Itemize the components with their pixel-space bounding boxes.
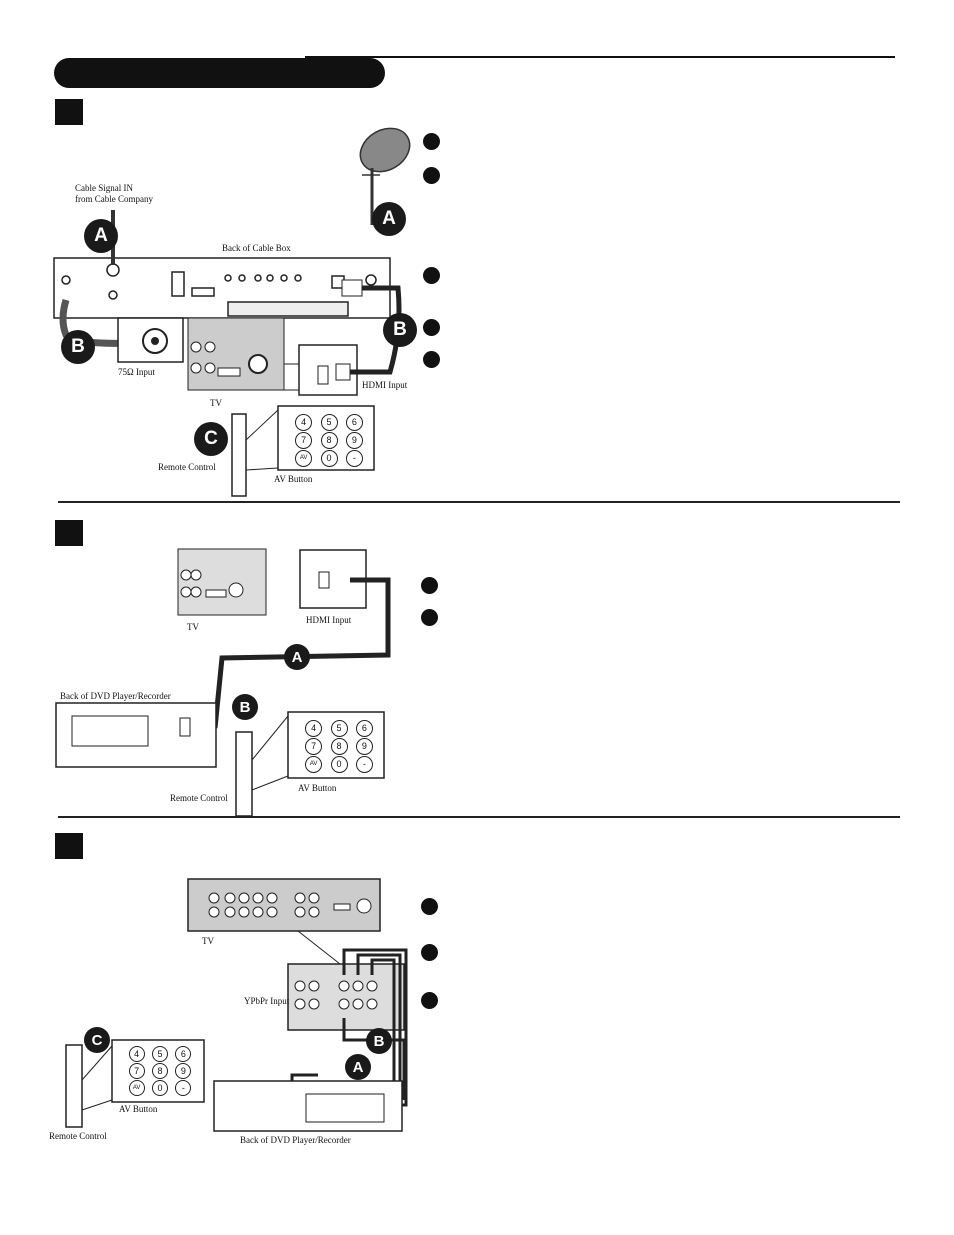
callout-a: A xyxy=(372,202,406,236)
cable-box xyxy=(53,257,391,319)
step-dot xyxy=(421,944,438,961)
callout-b: B xyxy=(366,1028,392,1054)
keypad-key: AV xyxy=(295,449,313,467)
callout-a: A xyxy=(84,219,118,253)
step-dot xyxy=(423,319,440,336)
step-dot xyxy=(423,351,440,368)
tv-back-panel xyxy=(117,317,285,391)
section-2-marker xyxy=(55,520,83,546)
step-dot xyxy=(423,267,440,284)
step-dot xyxy=(423,133,440,150)
keypad-key: 5 xyxy=(330,719,348,737)
step-dot xyxy=(421,992,438,1009)
hdmi-input-label: HDMI Input xyxy=(362,380,408,390)
callout-b: B xyxy=(61,330,95,364)
callout-b: B xyxy=(383,313,417,347)
remote-control-label: Remote Control xyxy=(158,462,216,472)
keypad-key: 9 xyxy=(355,737,373,755)
section-3-marker xyxy=(55,833,83,859)
hdmi-input-label: HDMI Input xyxy=(306,615,352,625)
keypad-key: 9 xyxy=(175,1062,192,1080)
keypad-key: 0 xyxy=(320,449,338,467)
av-button-label: AV Button xyxy=(298,783,337,793)
keypad-key: - xyxy=(345,449,363,467)
av-button-label: AV Button xyxy=(119,1104,158,1114)
tv-label: TV xyxy=(187,622,199,632)
remote-control-label: Remote Control xyxy=(170,793,228,803)
callout-a: A xyxy=(284,644,310,670)
callout-c: C xyxy=(194,422,228,456)
callout-b: B xyxy=(232,694,258,720)
keypad-key: 4 xyxy=(305,719,323,737)
callout-a: A xyxy=(345,1054,371,1080)
header-rule xyxy=(305,56,895,58)
dvd-back-label: Back of DVD Player/Recorder xyxy=(240,1135,351,1145)
keypad-key: 4 xyxy=(295,413,313,431)
keypad-key: 7 xyxy=(295,431,313,449)
keypad-key: 9 xyxy=(345,431,363,449)
cable-box-label: Back of Cable Box xyxy=(222,243,291,253)
keypad-key: 5 xyxy=(151,1045,169,1062)
keypad-key: 6 xyxy=(345,413,363,431)
keypad-key: 5 xyxy=(320,413,338,431)
step-dot xyxy=(423,167,440,184)
remote-control-label: Remote Control xyxy=(49,1131,107,1141)
av-button-label: AV Button xyxy=(274,474,313,484)
step-dot xyxy=(421,898,438,915)
keypad-key: AV xyxy=(305,755,323,773)
section-divider-2 xyxy=(58,816,900,818)
keypad-key: 8 xyxy=(320,431,338,449)
keypad-key: - xyxy=(175,1080,192,1097)
callout-c: C xyxy=(84,1027,110,1053)
keypad-key: 7 xyxy=(128,1062,145,1080)
keypad-key: 0 xyxy=(330,755,348,773)
step-dot xyxy=(421,609,438,626)
keypad-key: 8 xyxy=(330,737,348,755)
section-1-marker xyxy=(55,99,83,125)
dvd-back-label: Back of DVD Player/Recorder xyxy=(60,691,171,701)
keypad-key: 7 xyxy=(305,737,323,755)
keypad-key: 0 xyxy=(151,1080,169,1097)
cable-signal-label: Cable Signal IN from Cable Company xyxy=(75,183,153,204)
step-dot xyxy=(421,577,438,594)
keypad-key: - xyxy=(355,755,373,773)
keypad-key: 4 xyxy=(128,1045,145,1062)
section-divider-1 xyxy=(58,501,900,503)
tv-label: TV xyxy=(202,936,214,946)
input-75-ohm-label: 75Ω Input xyxy=(118,367,155,377)
keypad-key: 6 xyxy=(175,1045,192,1062)
keypad-key: 6 xyxy=(355,719,373,737)
keypad-key: AV xyxy=(128,1080,145,1097)
tv-label: TV xyxy=(210,398,222,408)
section-title-pill xyxy=(54,58,385,88)
ypbpr-input-label: YPbPr Input xyxy=(244,996,290,1006)
keypad-key: 8 xyxy=(151,1062,169,1080)
